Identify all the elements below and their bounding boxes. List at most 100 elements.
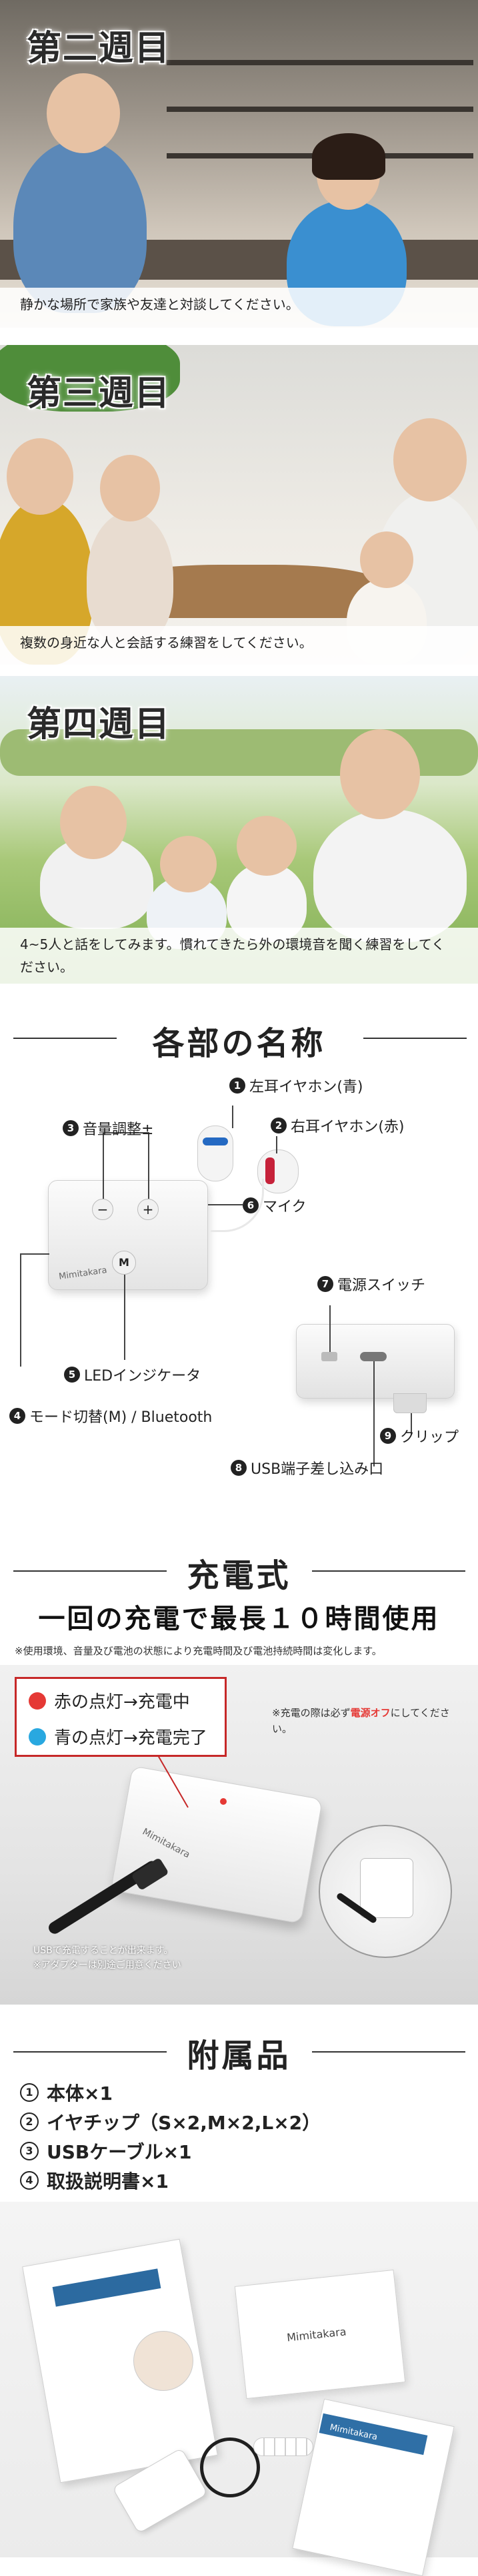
blue-dot-icon [29,1728,46,1746]
man-head [340,729,420,819]
part-number: 5 [64,1367,80,1383]
part-label-9: 9 クリップ [380,1425,459,1447]
title-rule-right [312,1570,465,1572]
left-earphone [197,1126,233,1181]
man-head [47,73,120,153]
status-blue-text: 青の点灯→充電完了 [54,1728,207,1748]
child-left-head [160,836,217,892]
accessory-number: 4 [20,2171,39,2190]
part-text: 右耳イヤホン(赤) [291,1119,405,1135]
accessory-item: 3 USBケーブル×1 [20,2138,192,2164]
part-number: 3 [63,1120,79,1136]
week-title: 第四週目 [27,705,171,745]
charging-headline: 一回の充電で最長１０時間使用 [38,1604,440,1634]
part-label-8: 8 USB端子差し込み口 [231,1457,383,1478]
leader-line [276,1136,277,1153]
left-earphone-ring [203,1137,228,1145]
volume-minus-button[interactable]: − [92,1199,113,1220]
charging-device-led [220,1798,227,1805]
usb-note-line1: USBで充電することが出来ます。 [33,1945,173,1956]
part-number: 1 [229,1078,245,1094]
title-rule-right [312,2051,465,2053]
part-number: 8 [231,1460,247,1476]
leader-line [124,1275,125,1360]
power-note-suffix: にしてください。 [272,1707,450,1735]
status-blue-row: 青の点灯→充電完了 [29,1724,207,1749]
charging-status-box: 赤の点灯→充電中 青の点灯→充電完了 [15,1677,227,1757]
title-rule-left [13,1038,117,1039]
product-box-circle [133,2331,193,2391]
part-number: 4 [9,1408,25,1424]
part-label-6: 6 マイク [243,1195,307,1216]
part-text: 左耳イヤホン(青) [249,1079,363,1096]
side-device [296,1324,455,1399]
part-number: 6 [243,1197,259,1213]
accessory-text: 本体×1 [47,2083,113,2104]
part-number: 9 [380,1428,396,1444]
tree-foliage [0,345,180,412]
week3-panel: 第三週目 複数の身近な人と会話する練習をしてください。 [0,345,478,665]
accessory-number: 3 [20,2142,39,2160]
week-caption: 静かな場所で家族や友達と対談してください。 [0,288,478,328]
accessory-item: 1 本体×1 [20,2079,113,2106]
leader-line [20,1253,49,1255]
part-label-3: 3 音量調整± [63,1118,153,1139]
part-label-1: 1 左耳イヤホン(青) [229,1075,363,1096]
accessory-cable [200,2437,260,2497]
kitchen-shelf [167,60,473,65]
volume-plus-button[interactable]: + [137,1199,159,1220]
leader-line [103,1132,104,1199]
title-rule-left [13,2051,167,2053]
charging-note: ※使用環境、音量及び電池の状態により充電時間及び電池持続時間は変化します。 [15,1645,382,1657]
part-text: LEDインジケータ [84,1368,201,1385]
part-text: 音量調整± [83,1122,154,1138]
usb-note-line2: ※アダプターは別途ご用意ください [33,1960,181,1971]
accessory-number: 1 [20,2083,39,2102]
woman-right-head [393,418,467,501]
leader-line [373,1361,375,1466]
week4-panel: 第四週目 4~5人と話をしてみます。慣れてきたら外の環境音を聞く練習をしてくださ… [0,676,478,984]
part-text: クリップ [400,1429,459,1446]
leader-line [103,1132,148,1133]
status-red-row: 赤の点灯→充電中 [29,1688,190,1713]
usb-port [360,1352,387,1361]
accessory-text: イヤチップ（S×2,M×2,L×2） [47,2112,321,2134]
accessory-text: USBケーブル×1 [47,2141,192,2163]
kitchen-shelf [167,107,473,112]
part-number: 2 [271,1118,287,1133]
parts-title: 各部の名称 [152,1025,326,1062]
part-label-4: 4 モード切替(M) / Bluetooth [9,1405,212,1427]
title-rule-left [13,1570,167,1572]
part-text: モード切替(M) / Bluetooth [29,1409,213,1426]
accessory-text: 取扱説明書×1 [47,2170,169,2192]
charging-title: 充電式 [187,1557,291,1594]
week-title: 第二週目 [27,29,171,69]
mode-button[interactable]: M [112,1251,136,1275]
week-caption: 4~5人と話をしてみます。慣れてきたら外の環境音を聞く練習をしてください。 [0,928,478,984]
leader-line [20,1253,21,1367]
man-figure [313,809,467,942]
part-text: 電源スイッチ [337,1277,426,1294]
week2-panel: 第二週目 静かな場所で家族や友達と対談してください。 [0,0,478,328]
part-text: マイク [263,1199,307,1215]
week-caption: 複数の身近な人と会話する練習をしてください。 [0,626,478,665]
woman-head [60,786,127,859]
usb-note: USBで充電することが出来ます。 ※アダプターは別途ご用意ください [33,1943,181,1973]
child-right-head [237,816,297,876]
child-head [360,531,413,588]
part-text: USB端子差し込み口 [251,1461,384,1478]
red-dot-icon [29,1692,46,1710]
man-figure [13,140,147,313]
leader-line [232,1106,233,1128]
accessory-item: 2 イヤチップ（S×2,M×2,L×2） [20,2108,321,2135]
woman-hair [312,133,385,180]
right-earphone [257,1149,299,1193]
part-number: 7 [317,1276,333,1292]
power-note-emphasis: 電源オフ [350,1707,391,1719]
ear-tips [253,2437,313,2456]
part-label-7: 7 電源スイッチ [317,1273,425,1295]
power-switch[interactable] [321,1352,337,1361]
right-earphone-ring [265,1157,275,1184]
accessory-number: 2 [20,2112,39,2131]
woman-center-head [100,455,160,521]
